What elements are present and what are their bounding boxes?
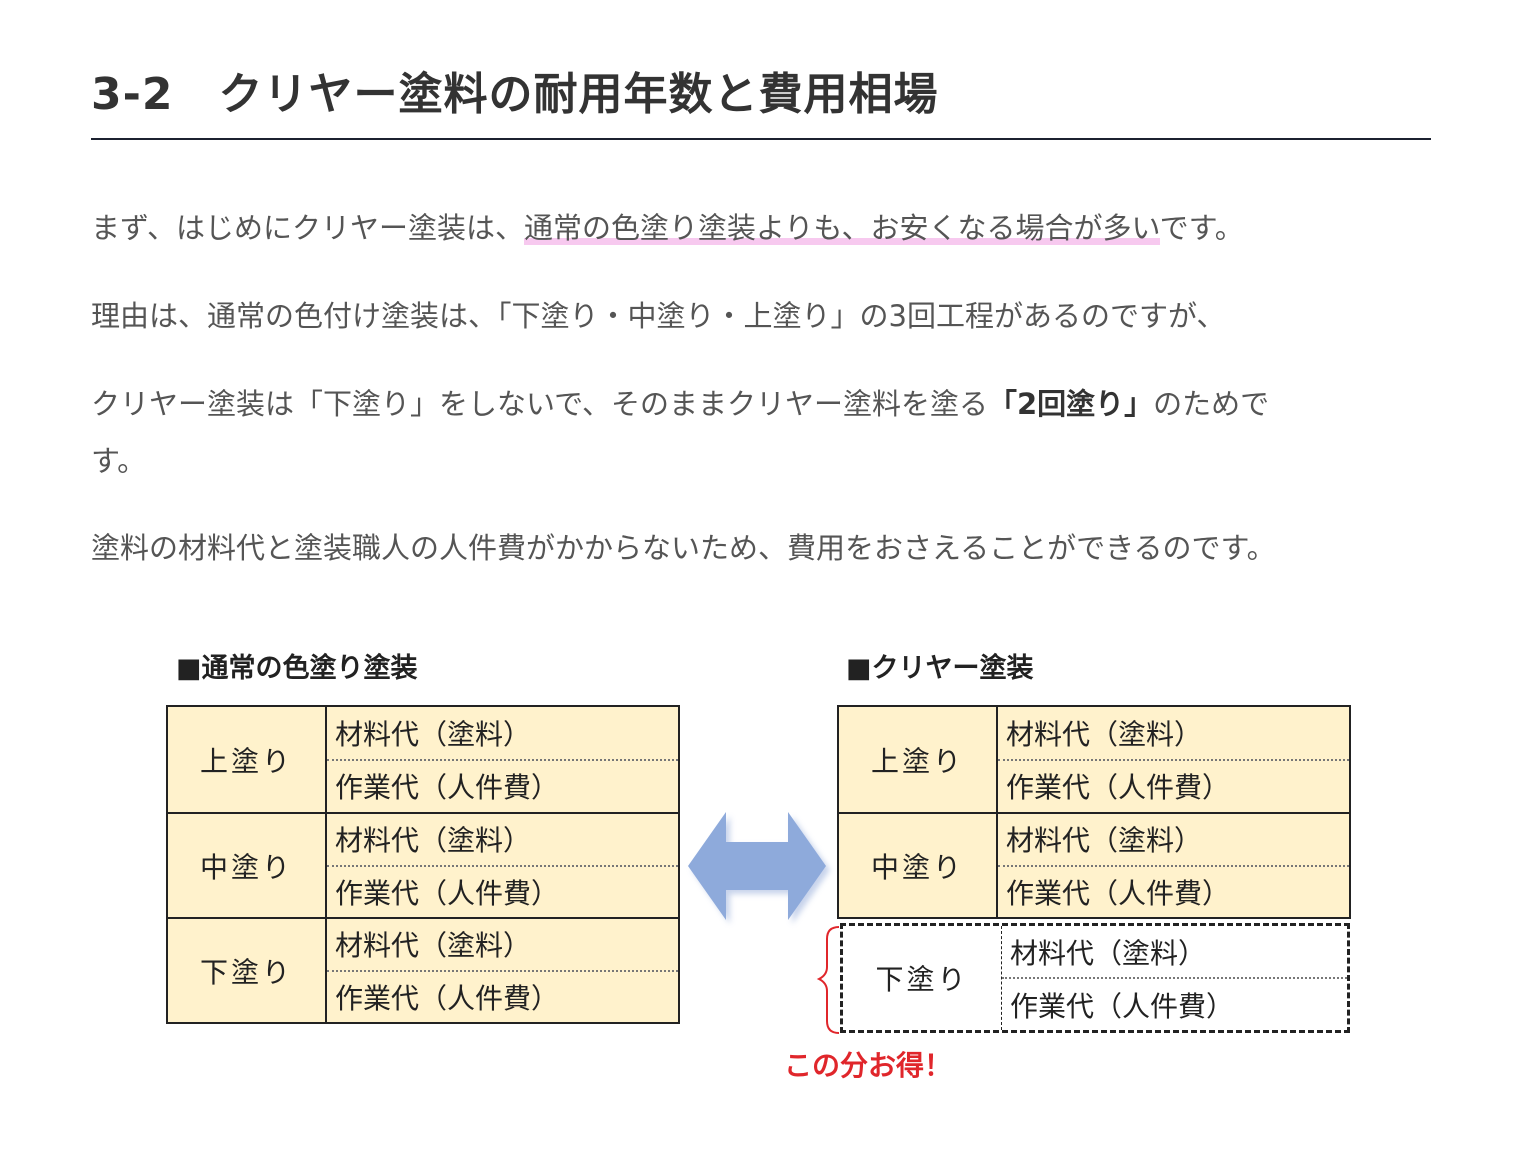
paragraph-2: 理由は、通常の色付け塗装は、「下塗り・中塗り・上塗り」の3回工程があるのですが、	[91, 299, 1226, 333]
coat-label: 下塗り	[168, 919, 327, 1022]
highlighted-text: 通常の色塗り塗装よりも、お安くなる場合が多い	[523, 211, 1160, 245]
normal-coating-table: 上塗り材料代（塗料）作業代（人件費）中塗り材料代（塗料）作業代（人件費）下塗り材…	[166, 705, 680, 1024]
figure-title-clear: ■クリヤー塗装	[846, 653, 1034, 684]
coat-group: 上塗り材料代（塗料） 作業代（人件費）	[168, 707, 678, 812]
cost-item: 材料代（塗料）	[335, 929, 532, 963]
cost-item: 作業代（人件費）	[327, 969, 678, 1023]
coat-label: 中塗り	[839, 814, 998, 917]
savings-bracket-icon	[816, 926, 840, 1034]
cost-item: 作業代（人件費）	[998, 864, 1349, 918]
cost-item: 作業代（人件費）	[327, 864, 678, 918]
savings-label: この分お得！	[784, 1049, 953, 1082]
bold-text: 「2回塗り」	[987, 387, 1154, 421]
cost-item: 作業代（人件費）	[1002, 977, 1347, 1030]
cost-item: 作業代（人件費）	[998, 758, 1349, 813]
cost-item: 材料代（塗料）	[335, 717, 532, 751]
cost-item: 作業代（人件費）	[327, 758, 678, 813]
paragraph-4: 塗料の材料代と塗装職人の人件費がかからないため、費用をおさえることができるのです…	[91, 531, 1276, 565]
coat-label: 中塗り	[168, 814, 327, 917]
coat-group: 中塗り材料代（塗料） 作業代（人件費）	[168, 812, 678, 917]
coat-group: 下塗り材料代（塗料） 作業代（人件費）	[843, 926, 1347, 1030]
paragraph-1-text: まず、はじめにクリヤー塗装は、	[91, 211, 524, 245]
paragraph-1-end: です。	[1159, 211, 1244, 245]
coat-group: 上塗り材料代（塗料） 作業代（人件費）	[839, 707, 1349, 812]
coat-label: 下塗り	[843, 926, 1002, 1030]
section-heading: 3-2 クリヤー塗料の耐用年数と費用相場	[91, 69, 939, 120]
paragraph-3: クリヤー塗装は「下塗り」をしないで、そのままクリヤー塗料を塗る「2回塗り」のため…	[91, 376, 1269, 433]
clear-coating-table: 上塗り材料代（塗料）作業代（人件費）中塗り材料代（塗料）作業代（人件費）	[837, 705, 1351, 919]
paragraph-3-continued: す。	[91, 444, 147, 478]
coat-label: 上塗り	[168, 707, 327, 812]
heading-divider	[91, 138, 1431, 140]
coat-group: 中塗り材料代（塗料） 作業代（人件費）	[839, 812, 1349, 917]
coat-label: 上塗り	[839, 707, 998, 812]
cost-item: 材料代（塗料）	[1006, 824, 1203, 858]
cost-item: 材料代（塗料）	[1010, 936, 1207, 970]
cost-item: 材料代（塗料）	[1006, 717, 1203, 751]
paragraph-3-text: クリヤー塗装は「下塗り」をしないで、そのままクリヤー塗料を塗る	[91, 387, 988, 421]
omitted-undercoat-table: 下塗り材料代（塗料） 作業代（人件費）	[840, 923, 1350, 1033]
paragraph-1: まず、はじめにクリヤー塗装は、通常の色塗り塗装よりも、お安くなる場合が多いです。	[91, 200, 1244, 257]
paragraph-3-end: のためで	[1153, 387, 1270, 421]
figure-title-normal: ■通常の色塗り塗装	[176, 653, 418, 684]
cost-item: 材料代（塗料）	[335, 824, 532, 858]
double-arrow-icon	[688, 812, 830, 924]
coat-group: 下塗り材料代（塗料） 作業代（人件費）	[168, 917, 678, 1022]
